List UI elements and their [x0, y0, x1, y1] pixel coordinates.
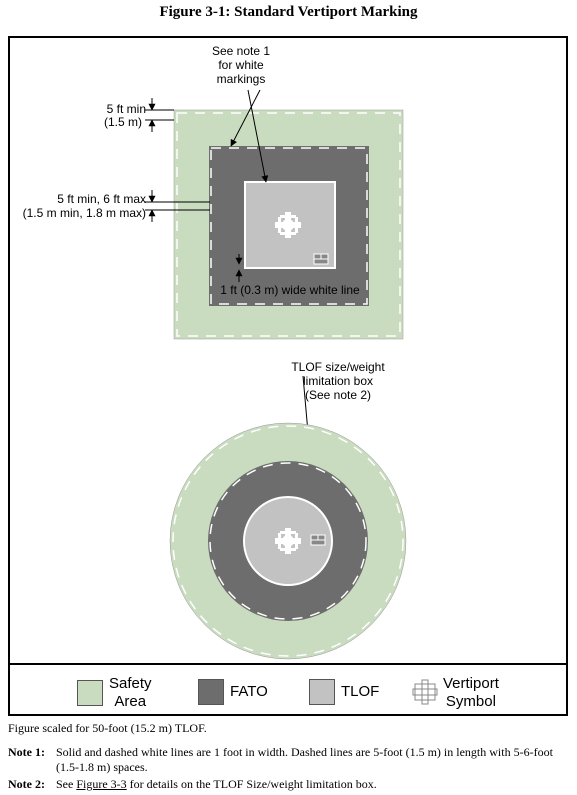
five-six-ft-label: 5 ft min, 6 ft max: [57, 192, 146, 206]
note-1: Note 1: Solid and dashed white lines are…: [8, 745, 568, 774]
legend-fato-label: FATO: [230, 683, 268, 700]
legend-fato: FATO: [198, 679, 268, 705]
fato-swatch: [198, 679, 224, 705]
five-ft-min-metric-label: (1.5 m): [103, 115, 142, 129]
tlof-limitation-box: [313, 253, 329, 265]
see-note-1-label: See note 1 for white markings: [211, 44, 271, 86]
circular-vertiport: [169, 422, 407, 660]
legend-vertiport-symbol-icon: [412, 679, 438, 705]
five-six-ft-metric-label: (1.5 m min, 1.8 m max): [22, 206, 146, 220]
legend-divider: [8, 663, 568, 665]
legend-vertiport-symbol-label: Vertiport Symbol: [443, 675, 499, 710]
white-line-label: 1 ft (0.3 m) wide white line: [220, 283, 360, 297]
legend-safety-area-label: Safety Area: [109, 675, 152, 710]
figure-caption: Figure scaled for 50-foot (15.2 m) TLOF.: [8, 721, 207, 735]
legend-tlof: TLOF: [309, 679, 379, 705]
note-1-label: Note 1:: [8, 745, 45, 759]
note-2-text-after: for details on the TLOF Size/weight limi…: [126, 777, 377, 791]
note-2-label: Note 2:: [8, 777, 45, 791]
tlof-swatch: [309, 679, 335, 705]
note-2-text-before: See: [56, 777, 77, 791]
legend-tlof-label: TLOF: [341, 683, 380, 700]
figure-frame: [8, 36, 568, 716]
safety-area-swatch: [77, 680, 103, 706]
note-1-text: Solid and dashed white lines are 1 foot …: [56, 745, 553, 774]
legend-vertiport-symbol: Vertiport Symbol: [437, 675, 499, 711]
figure-3-3-link[interactable]: Figure 3-3: [76, 777, 127, 791]
figure-title: Figure 3-1: Standard Vertiport Marking: [159, 4, 418, 20]
square-vertiport: [173, 109, 404, 340]
note-2: Note 2: See Figure 3-3 for details on th…: [8, 777, 568, 792]
legend-safety-area: Safety Area: [77, 675, 152, 711]
circle-tlof-limitation-box: [310, 534, 326, 546]
five-ft-min-label: 5 ft min: [106, 102, 146, 116]
tlof-box-label: TLOF size/weight limitation box (See not…: [291, 360, 385, 402]
